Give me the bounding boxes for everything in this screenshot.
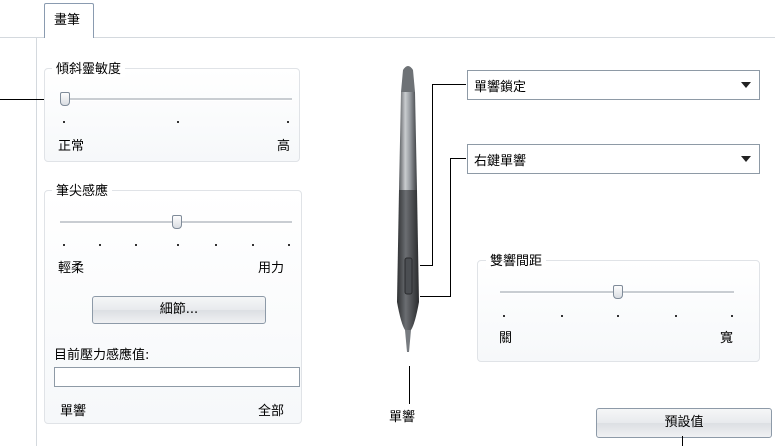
tilt-slider-thumb[interactable]	[60, 92, 70, 106]
tilt-sensitivity-title: 傾斜靈敏度	[52, 58, 126, 77]
chevron-down-icon	[741, 156, 751, 162]
callout-line-upper	[432, 84, 466, 85]
tilt-label-max: 高	[277, 139, 291, 154]
tip-feel-tick	[177, 244, 179, 246]
defaults-button[interactable]: 預設值	[596, 408, 772, 438]
callout-line-upper	[420, 265, 433, 266]
callout-line-lower	[450, 158, 451, 297]
tip-feel-label-max: 用力	[258, 261, 285, 276]
double-click-label-max: 寬	[720, 331, 734, 346]
tilt-label-min: 正常	[58, 139, 85, 154]
tip-feel-tick	[63, 244, 65, 246]
tip-feel-slider-thumb[interactable]	[172, 215, 182, 229]
callout-line-tilt	[0, 99, 56, 100]
callout-line-lower	[450, 158, 466, 159]
pen-illustration	[397, 66, 419, 352]
callout-line-tip	[409, 366, 410, 404]
tab-divider	[0, 37, 775, 38]
tilt-tick	[287, 121, 289, 123]
tab-pen-label: 畫筆	[54, 13, 81, 28]
tip-feel-label-click: 單響	[60, 404, 87, 419]
tip-feel-title: 筆尖感應	[52, 180, 113, 199]
current-pressure-label: 目前壓力感應值:	[54, 348, 150, 363]
tilt-sensitivity-group	[44, 68, 300, 162]
double-click-distance-title: 雙響間距	[486, 250, 547, 269]
double-click-tick	[617, 315, 619, 317]
lower-button-select-value: 右鍵單響	[474, 154, 527, 169]
lower-button-select[interactable]: 右鍵單響	[467, 144, 760, 174]
tab-strip: 畫筆	[0, 0, 775, 40]
details-button[interactable]: 細節...	[92, 296, 266, 324]
tilt-tick	[177, 121, 179, 123]
double-click-tick	[675, 315, 677, 317]
tilt-tick	[63, 121, 65, 123]
tip-feel-tick	[288, 244, 290, 246]
tip-feel-tick	[135, 244, 137, 246]
double-click-label-min: 關	[499, 331, 513, 346]
double-click-tick	[561, 315, 563, 317]
tip-feel-label-min: 輕柔	[58, 261, 85, 276]
callout-line-defaults	[682, 436, 683, 446]
tab-pen[interactable]: 畫筆	[44, 3, 94, 38]
callout-line-lower	[420, 296, 451, 297]
double-click-slider-thumb[interactable]	[613, 285, 623, 299]
tip-feel-label-full: 全部	[258, 404, 285, 419]
chevron-down-icon	[741, 82, 751, 88]
double-click-distance-group	[477, 260, 760, 362]
current-pressure-meter	[54, 367, 300, 387]
tip-feel-tick	[99, 244, 101, 246]
double-click-tick	[503, 315, 505, 317]
upper-button-select[interactable]: 單響鎖定	[467, 70, 760, 100]
tilt-slider-track[interactable]	[60, 98, 292, 101]
tip-feel-tick	[215, 244, 217, 246]
upper-button-select-value: 單響鎖定	[474, 80, 527, 95]
callout-line-upper	[432, 84, 433, 266]
tip-feel-tick	[252, 244, 254, 246]
double-click-tick	[731, 315, 733, 317]
pen-tip-label: 單響	[389, 410, 416, 425]
